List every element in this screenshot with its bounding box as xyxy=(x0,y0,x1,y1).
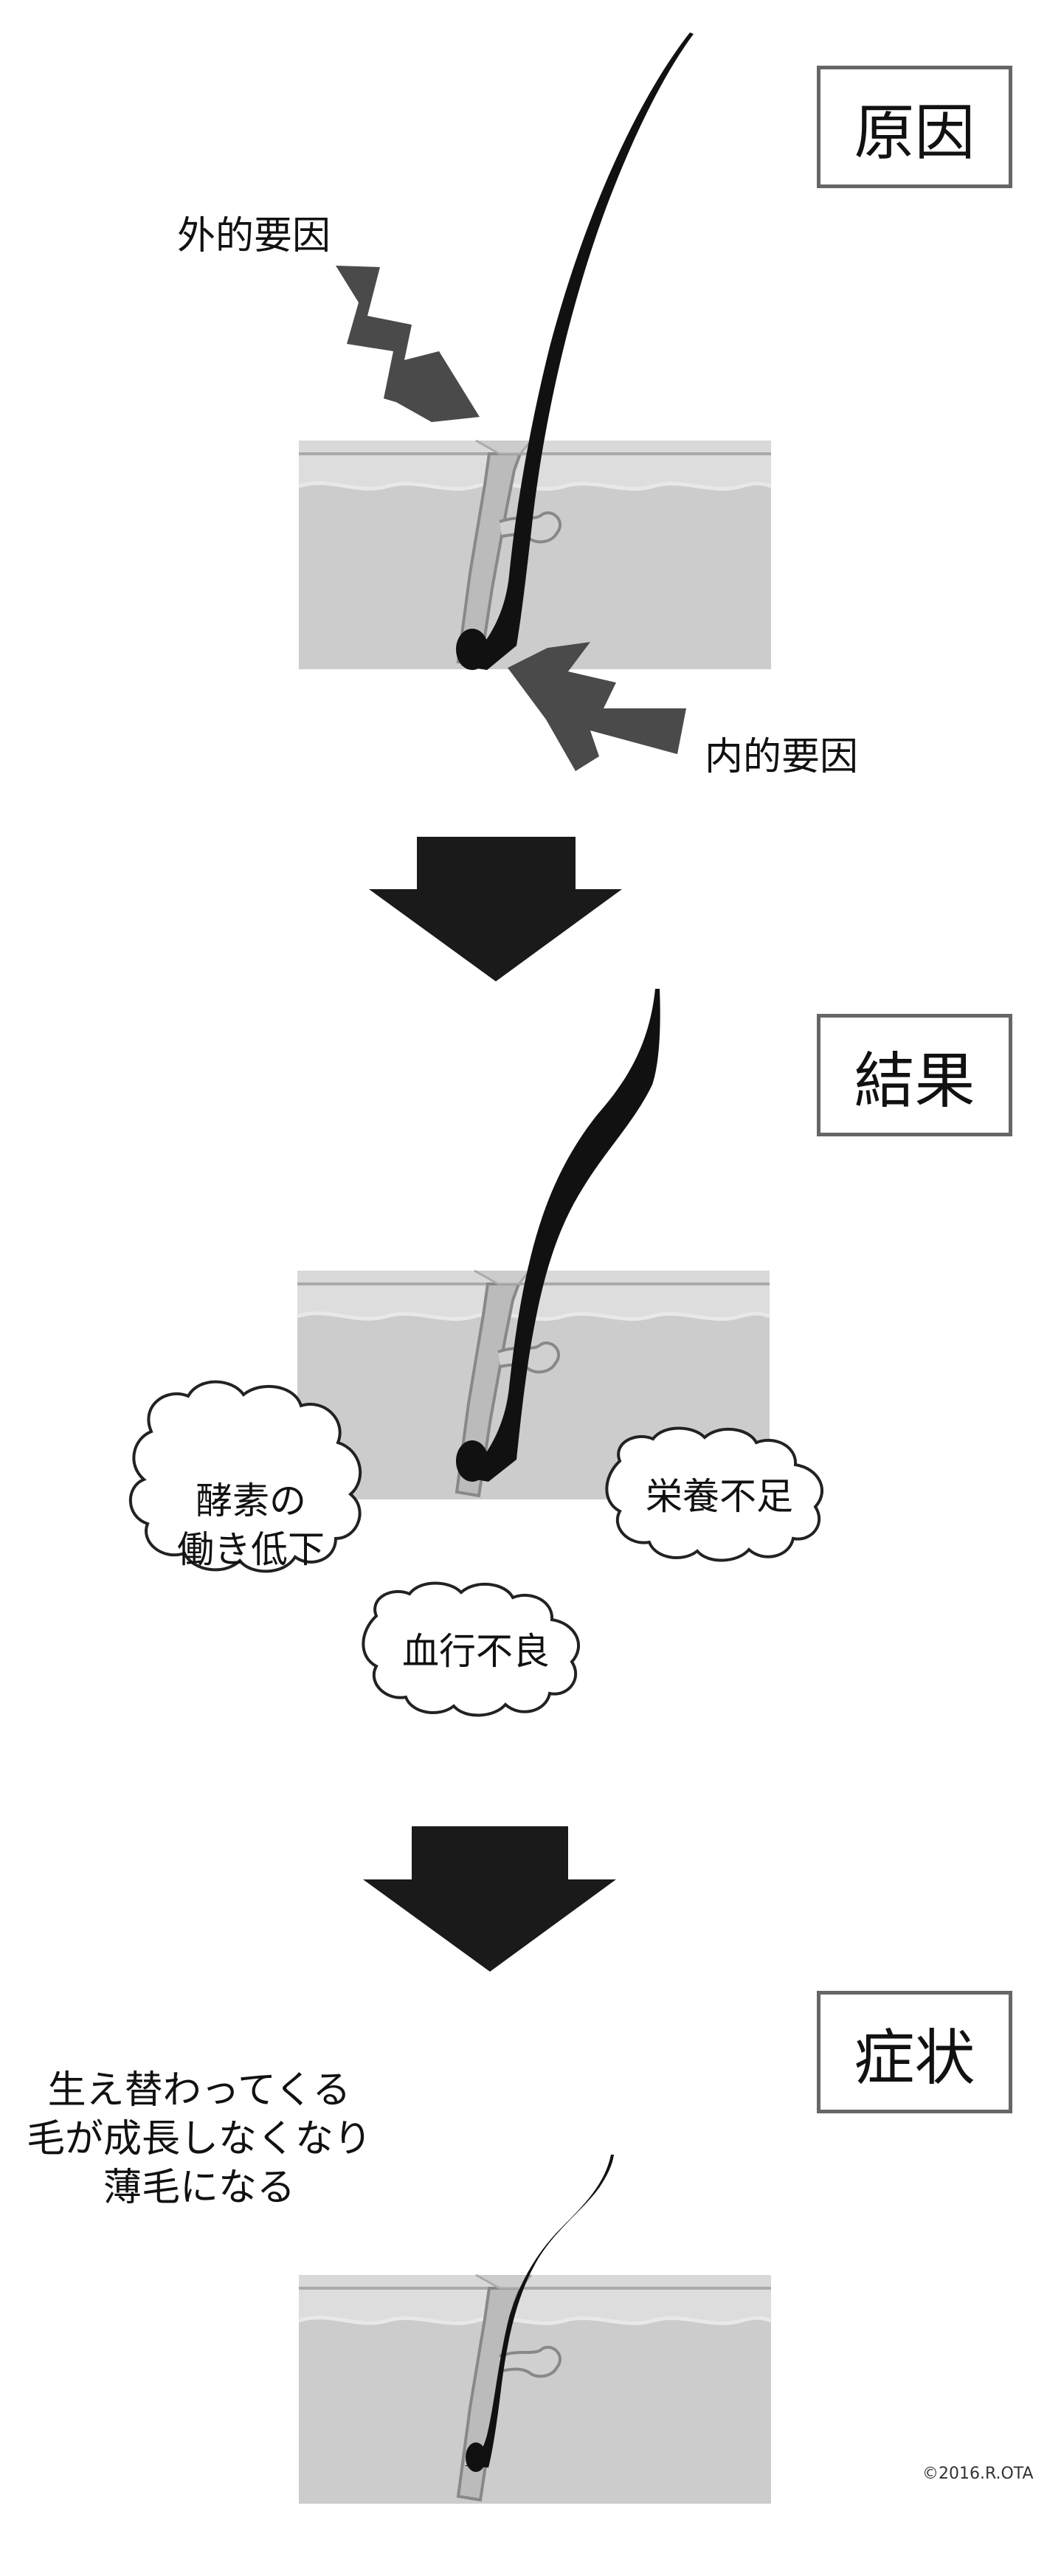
callout-circulation-label: 血行不良 xyxy=(402,1630,550,1673)
callout-circulation-text: 血行不良 xyxy=(373,1627,579,1676)
section-title-symptom: 症状 xyxy=(817,1991,1012,2113)
hair-follicle-icon xyxy=(456,32,694,670)
section-title-symptom-text: 症状 xyxy=(854,2023,975,2093)
hair-follicle-icon xyxy=(456,989,660,1482)
symptom-description: 生え替わってくる 毛が成長しなくなり 薄毛になる xyxy=(26,2068,372,2210)
external-factor-label: 外的要因 xyxy=(177,214,331,258)
internal-factor-label: 内的要因 xyxy=(705,735,859,779)
section-title-result: 結果 xyxy=(817,1014,1012,1136)
skin-cross-section-symptom xyxy=(299,2275,771,2504)
callout-nutrition-label: 栄養不足 xyxy=(646,1475,793,1518)
section-title-cause-text: 原因 xyxy=(854,97,975,168)
cloud-callout-icon xyxy=(605,1426,824,1562)
callout-enzyme-text: 酵素の 働き低下 xyxy=(155,1428,347,1574)
cloud-callout-icon xyxy=(362,1581,581,1717)
callout-nutrition-text: 栄養不足 xyxy=(616,1472,823,1521)
section-title-cause: 原因 xyxy=(817,66,1012,188)
lightning-arrow-icon xyxy=(336,266,480,422)
section-title-result-text: 結果 xyxy=(854,1046,975,1116)
copyright-text: ©2016.R.OTA xyxy=(922,2465,1034,2483)
down-arrow-icon xyxy=(363,1826,616,1972)
hair-follicle-icon xyxy=(465,2155,614,2472)
callout-enzyme-label: 酵素の 働き低下 xyxy=(177,1479,325,1571)
cloud-callout-icon xyxy=(128,1380,362,1573)
lightning-arrow-icon xyxy=(508,642,686,771)
down-arrow-icon xyxy=(369,837,622,981)
